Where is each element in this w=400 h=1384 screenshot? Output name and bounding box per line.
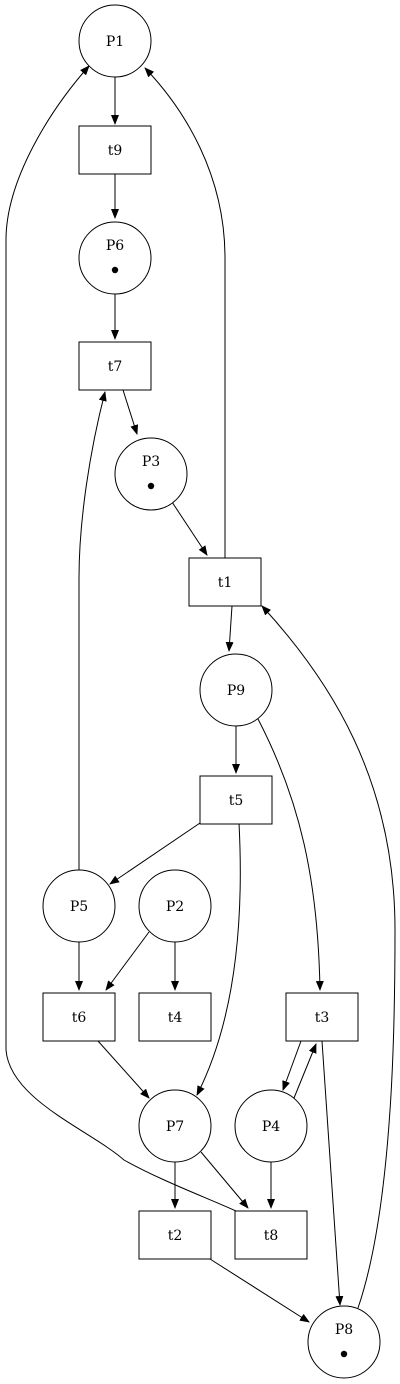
arc-p5-to-t7 (78, 391, 107, 870)
transition-t6: t6 (42, 992, 116, 1042)
transition-t7: t7 (78, 341, 152, 391)
transition-t9: t9 (78, 125, 152, 175)
transition-box (285, 992, 359, 1042)
place-circle (138, 1089, 212, 1163)
place-p4: P4 (234, 1089, 308, 1163)
arc-t2-to-p8 (209, 1258, 310, 1323)
transition-box (199, 775, 273, 825)
transition-label: t5 (229, 793, 244, 809)
place-circle (78, 4, 152, 78)
transition-box (42, 992, 116, 1042)
transition-t2: t2 (138, 1210, 212, 1260)
transition-label: t4 (168, 1010, 183, 1026)
transition-label: t1 (218, 575, 233, 591)
place-circle (138, 869, 212, 943)
place-p2: P2 (138, 869, 212, 943)
place-circle (307, 1305, 381, 1379)
transition-t5: t5 (199, 775, 273, 825)
transition-box (188, 557, 262, 607)
transition-box (78, 341, 152, 391)
arc-t1-to-p9 (225, 605, 234, 652)
place-p7: P7 (138, 1089, 212, 1163)
place-p9: P9 (199, 653, 273, 727)
place-label: P2 (166, 899, 184, 915)
place-p3: P3 (114, 437, 188, 511)
transition-label: t3 (315, 1010, 330, 1026)
arc-t7-to-p3 (122, 389, 139, 435)
arc-p3-to-t1 (171, 501, 208, 556)
token-dot (340, 1350, 348, 1358)
arc-t3-to-p4 (282, 1040, 302, 1091)
arc-p4-to-t3 (293, 1043, 317, 1099)
transition-box (78, 125, 152, 175)
place-label: P3 (142, 454, 160, 470)
arc-p8-to-t1 (261, 605, 396, 1309)
place-label: P9 (227, 683, 245, 699)
place-label: P7 (166, 1119, 184, 1135)
place-circle (42, 869, 116, 943)
place-p1: P1 (78, 4, 152, 78)
place-label: P1 (106, 34, 124, 50)
transition-t1: t1 (188, 557, 262, 607)
transition-label: t9 (108, 143, 123, 159)
transition-t3: t3 (285, 992, 359, 1042)
arc-t5-to-p5 (109, 822, 201, 885)
arc-t6-to-p7 (97, 1040, 150, 1099)
arc-t5-to-p7 (196, 822, 241, 1096)
token-dot (111, 266, 119, 274)
transition-box (138, 992, 212, 1042)
place-circle (199, 653, 273, 727)
place-p6: P6 (78, 221, 152, 295)
arc-p7-to-t8 (200, 1151, 249, 1209)
place-circle (78, 221, 152, 295)
transition-t8: t8 (234, 1210, 308, 1260)
transition-label: t7 (108, 359, 123, 375)
place-p5: P5 (42, 869, 116, 943)
place-p8: P8 (307, 1305, 381, 1379)
transition-t4: t4 (138, 992, 212, 1042)
arc-t8-to-p1 (5, 65, 237, 1212)
arc-p2-to-t6 (105, 931, 150, 991)
transition-box (138, 1210, 212, 1260)
arcs-layer (5, 65, 396, 1323)
arc-t3-to-p8 (321, 1040, 344, 1306)
transition-label: t8 (264, 1228, 279, 1244)
place-label: P4 (262, 1119, 280, 1135)
place-circle (234, 1089, 308, 1163)
arc-t1-to-p1 (144, 67, 226, 558)
place-label: P6 (106, 238, 124, 254)
place-label: P8 (335, 1322, 353, 1338)
place-label: P5 (70, 899, 88, 915)
place-circle (114, 437, 188, 511)
transition-box (234, 1210, 308, 1260)
transition-label: t6 (72, 1010, 87, 1026)
arc-p9-to-t3 (257, 718, 324, 991)
transition-label: t2 (168, 1228, 183, 1244)
token-dot (147, 482, 155, 490)
